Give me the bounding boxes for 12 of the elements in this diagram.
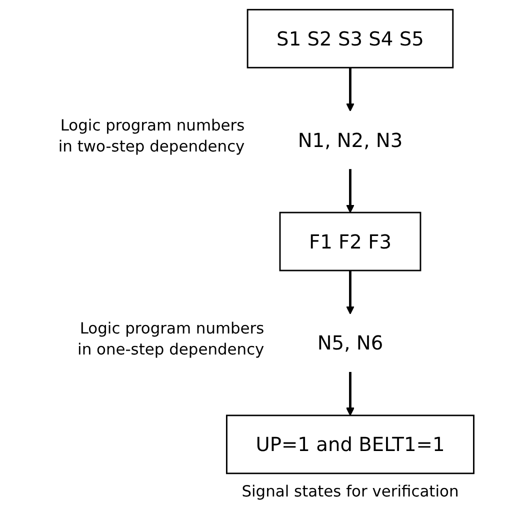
- node-box: UP=1 and BELT1=1: [226, 414, 474, 474]
- node-text: N1, N2, N3: [298, 128, 403, 152]
- side-note: Logic program numbers in one-step dependency: [78, 319, 264, 359]
- side-note: Logic program numbers in two-step dependency: [58, 116, 245, 156]
- arrow: [346, 372, 354, 416]
- arrow: [346, 68, 354, 112]
- node-box: S1 S2 S3 S4 S5: [246, 8, 454, 68]
- arrow: [346, 169, 354, 213]
- node-text: N5, N6: [317, 331, 384, 355]
- side-note: Signal states for verification: [242, 482, 459, 501]
- node-box: F1 F2 F3: [279, 212, 422, 272]
- arrow: [346, 270, 354, 314]
